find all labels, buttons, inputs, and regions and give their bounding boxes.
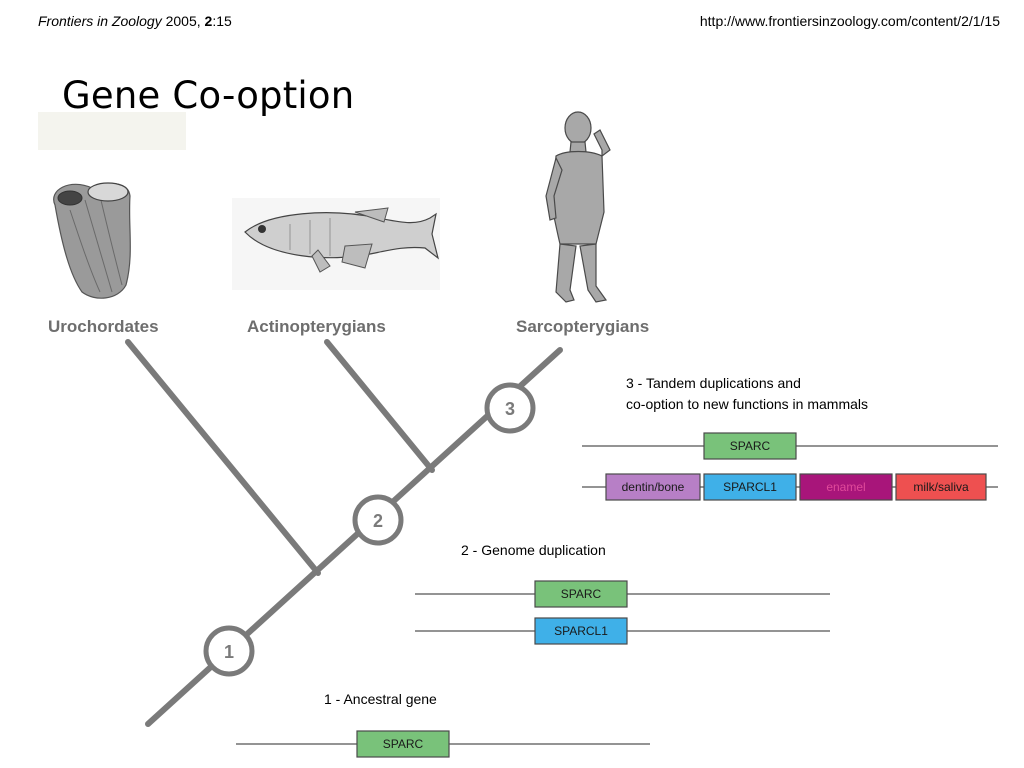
stage-label-genome-dup: 2 - Genome duplication [461,542,606,558]
journal-name: Frontiers in Zoology [38,13,162,29]
taxon-label-actinopterygians: Actinopterygians [247,317,386,336]
journal-issue: :15 [212,13,232,29]
taxon-label-sarcopterygians: Sarcopterygians [516,317,649,336]
node-3-label: 3 [505,399,515,419]
fish-illustration [232,198,440,290]
node-1-label: 1 [224,642,234,662]
stage-label-ancestral: 1 - Ancestral gene [324,691,437,707]
stage-label-tandem-1: 3 - Tandem duplications and [626,375,801,391]
slide-title: Gene Co-option [62,74,355,117]
gene-box-milk-saliva: milk/saliva [895,473,987,501]
gene-box-dentin-bone: dentin/bone [605,473,701,501]
gene-label: SPARCL1 [723,480,777,494]
gene-label: SPARC [730,439,771,453]
gene-box-enamel: enamel [799,473,893,501]
gene-label: enamel [826,480,865,494]
gene-box-sparc-ancestral: SPARC [356,730,450,758]
branch-urochordates [125,339,321,576]
gene-box-sparcl1-tandem: SPARCL1 [703,473,797,501]
taxon-label-urochordates: Urochordates [48,317,159,336]
journal-volume: 2 [204,13,213,29]
gene-label: SPARC [383,737,424,751]
gene-label: SPARC [561,587,602,601]
gene-box-sparc-genome-dup: SPARC [534,580,628,608]
gene-box-sparcl1-genome-dup: SPARCL1 [534,617,628,645]
journal-citation: Frontiers in Zoology 2005, 2:15 [38,13,232,29]
node-2: 2 [352,494,404,546]
gene-label: dentin/bone [622,480,685,494]
article-url[interactable]: http://www.frontiersinzoology.com/conten… [699,13,1000,29]
urochordate-illustration [53,182,131,299]
journal-year: 2005, [161,13,205,29]
node-1: 1 [203,625,255,677]
node-3: 3 [484,382,536,434]
gene-label: milk/saliva [913,480,969,494]
human-statue-illustration [545,111,611,303]
stage-label-tandem-2: co-option to new functions in mammals [626,396,868,412]
gene-box-sparc-tandem: SPARC [703,432,797,460]
logo-patch [38,112,186,150]
node-2-label: 2 [373,511,383,531]
branch-actinopterygians [324,339,435,473]
gene-label: SPARCL1 [554,624,608,638]
